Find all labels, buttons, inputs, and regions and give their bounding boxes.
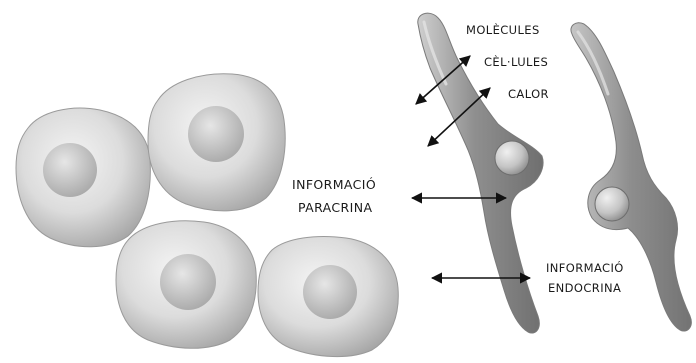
round-cell-1: [16, 108, 150, 247]
nucleus: [188, 106, 244, 162]
label-endocrine-line1: INFORMACIÓ: [546, 260, 624, 275]
label-paracrine-line2: PARACRINA: [298, 200, 372, 215]
label-endocrine-line2: ENDOCRINA: [548, 281, 621, 295]
nucleus: [495, 141, 529, 175]
nucleus: [43, 143, 97, 197]
nucleus: [160, 254, 216, 310]
label-cells: CÈL·LULES: [484, 54, 548, 69]
round-cell-2: [148, 74, 285, 211]
label-molecules: MOLÈCULES: [466, 22, 540, 37]
round-cell-4: [258, 237, 398, 357]
label-heat: CALOR: [508, 87, 549, 101]
label-paracrine-line1: INFORMACIÓ: [292, 177, 376, 192]
round-cell-3: [116, 221, 256, 348]
nucleus: [595, 187, 629, 221]
nucleus: [303, 265, 357, 319]
